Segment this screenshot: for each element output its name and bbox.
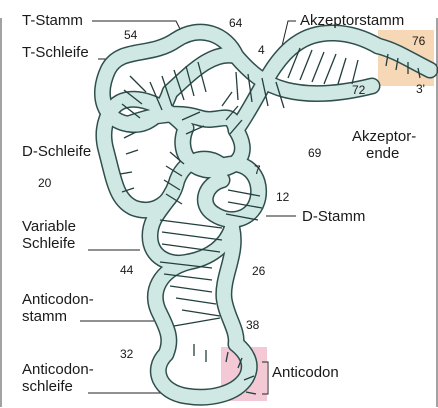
label-d-stamm: D-Stamm [302, 208, 365, 225]
base-pair [236, 72, 238, 100]
label-akzeptorstamm: Akzeptorstamm [300, 12, 404, 29]
label-t-schleife: T-Schleife [22, 44, 89, 61]
base-stub [124, 132, 136, 138]
position-number: 69 [308, 146, 321, 160]
label-anticodonschleife-2: schleife [22, 378, 73, 395]
position-number: 38 [246, 318, 259, 332]
base-pair [338, 58, 346, 84]
base-pair [312, 52, 324, 82]
position-number: 26 [252, 264, 265, 278]
label-anticodonschleife-1: Anticodon- [22, 361, 94, 378]
base-pair [324, 54, 336, 84]
base-pair [162, 232, 222, 240]
label-akzeptor-ende-1: Akzeptor- [352, 128, 416, 145]
base-pair [352, 60, 358, 84]
label-t-stamm: T-Stamm [22, 12, 83, 29]
position-number: 7 [254, 163, 261, 177]
position-number: 3' [416, 82, 425, 96]
base-pair [182, 310, 220, 316]
position-number: 4 [258, 43, 265, 57]
position-number: 12 [276, 190, 289, 204]
position-number: 72 [352, 83, 365, 97]
position-number: 54 [124, 28, 137, 42]
position-number: 32 [120, 347, 133, 361]
label-variable-schleife-1: Variable [22, 218, 76, 235]
position-number: 64 [229, 16, 242, 30]
base-stub [126, 150, 138, 154]
base-stub [120, 172, 132, 174]
position-number: 76 [412, 34, 425, 48]
label-anticodonstamm-2: stamm [22, 308, 67, 325]
position-number: 44 [120, 263, 133, 277]
position-number: 20 [38, 176, 51, 190]
base-pair [222, 92, 232, 106]
label-variable-schleife-2: Schleife [22, 235, 75, 252]
label-anticodon: Anticodon [272, 364, 339, 381]
base-pair [300, 50, 312, 80]
base-pair [174, 318, 220, 326]
label-anticodonstamm-1: Anticodon- [22, 291, 94, 308]
base-pair [130, 76, 146, 92]
base-pair [170, 286, 212, 292]
label-akzeptor-ende-2: ende [366, 145, 399, 162]
label-d-schleife: D-Schleife [22, 143, 91, 160]
base-pair [176, 298, 216, 304]
